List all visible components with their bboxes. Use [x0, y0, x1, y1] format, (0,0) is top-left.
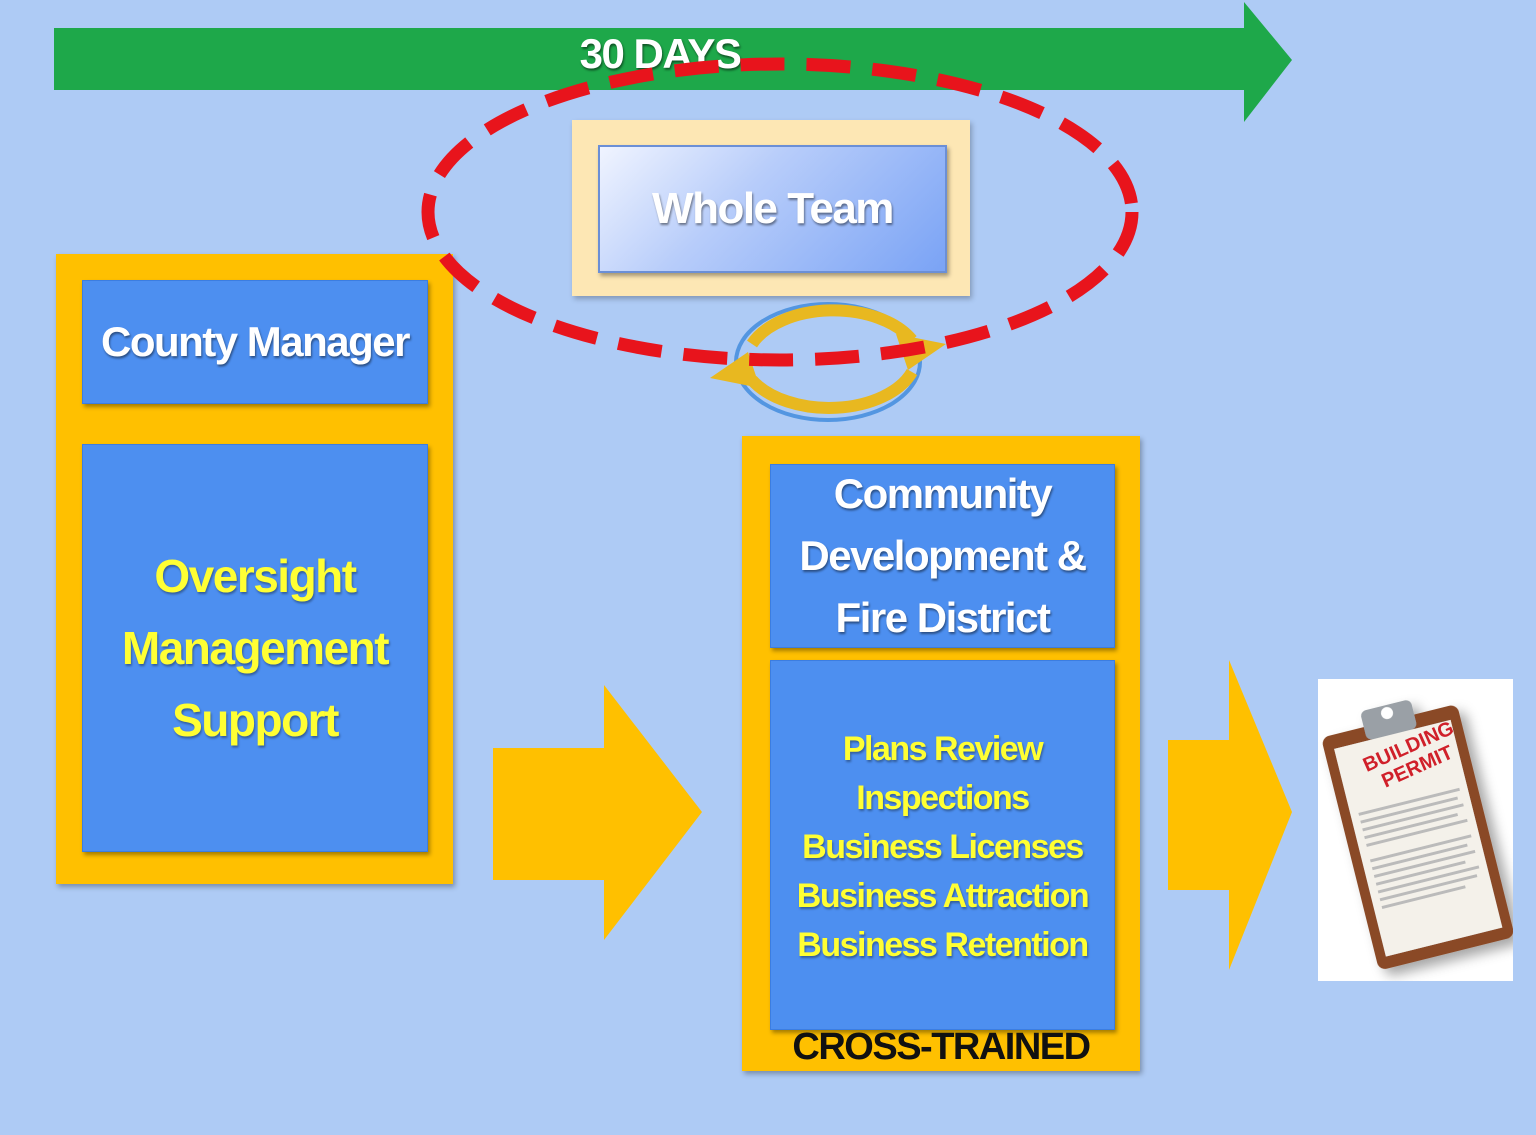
role-support: Support [172, 694, 339, 746]
service-business-retention: Business Retention [797, 926, 1089, 964]
service-plans-review: Plans Review [842, 730, 1044, 768]
county-manager-box: County Manager [82, 280, 428, 404]
oversight-box: Oversight Management Support [82, 444, 428, 852]
county-manager-title: County Manager [100, 318, 411, 365]
cross-trained-label: CROSS-TRAINED [792, 1026, 1091, 1068]
role-management: Management [121, 622, 390, 674]
community-title-line-3: Fire District [835, 594, 1051, 641]
service-business-attraction: Business Attraction [796, 877, 1090, 915]
flow-arrow-2 [1168, 660, 1292, 970]
service-business-licenses: Business Licenses [802, 828, 1084, 866]
service-inspections: Inspections [856, 779, 1030, 817]
whole-team-label: Whole Team [652, 184, 894, 233]
community-title-line-2: Development & [799, 532, 1087, 579]
community-title-box: Community Development & Fire District [770, 464, 1115, 648]
services-box: Plans Review Inspections Business Licens… [770, 660, 1115, 1030]
role-oversight: Oversight [154, 550, 357, 602]
building-permit-image: BUILDING PERMIT [1318, 679, 1513, 981]
flow-arrow-1 [493, 685, 702, 940]
whole-team-box: Whole Team [598, 145, 947, 273]
community-title-line-1: Community [833, 470, 1053, 517]
clipboard-icon [1322, 700, 1513, 969]
